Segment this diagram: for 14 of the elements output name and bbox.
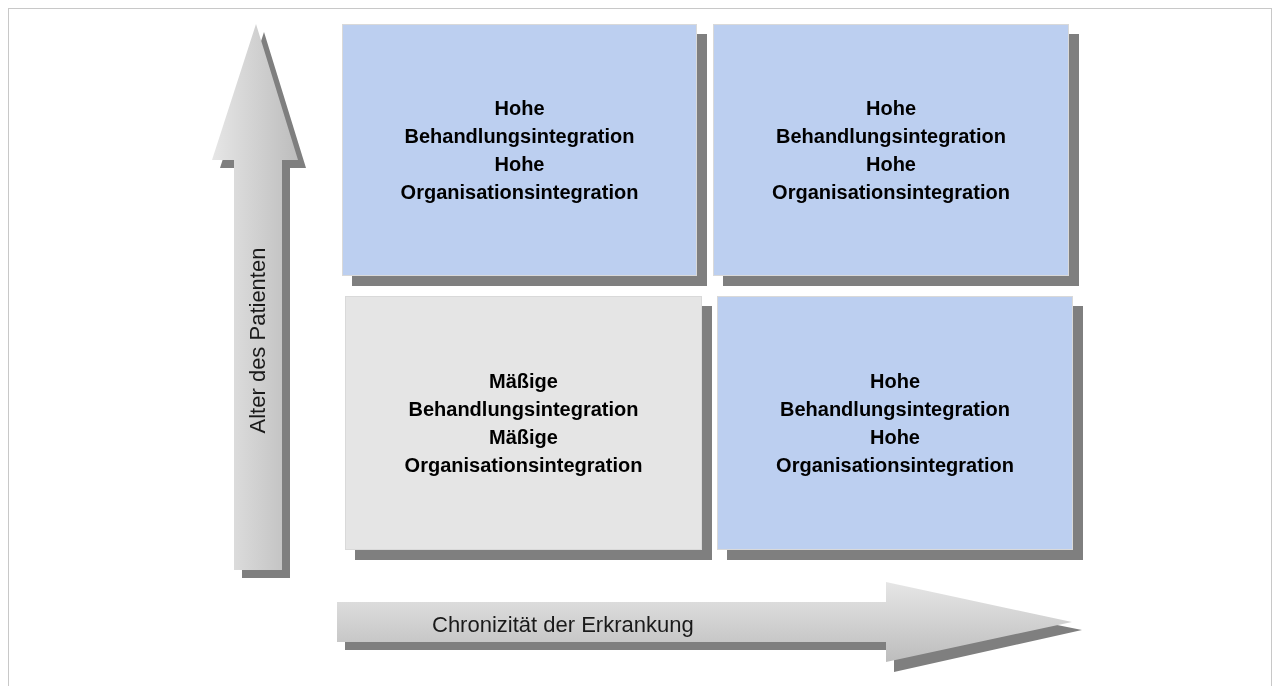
quadrant-text: Mäßige Organisationsintegration [404,425,643,478]
quadrant-box [713,24,1069,276]
quadrant-text: Hohe Organisationsintegration [772,152,1010,205]
quadrant-box [342,24,697,276]
quadrant-box [345,296,702,550]
axis-label: Chronizität der Erkrankung [432,611,694,639]
quadrant-text: Hohe Behandlungsintegration [780,369,1010,422]
axis-label: Alter des Patienten [244,247,272,433]
quadrant-text: Mäßige Behandlungsintegration [408,369,639,422]
quadrant-text: Hohe Behandlungsintegration [404,96,635,149]
quadrant-text: Hohe Behandlungsintegration [776,96,1006,149]
quadrant-text: Hohe Organisationsintegration [776,425,1014,478]
quadrant-box [717,296,1073,550]
quadrant-text: Hohe Organisationsintegration [400,152,639,205]
